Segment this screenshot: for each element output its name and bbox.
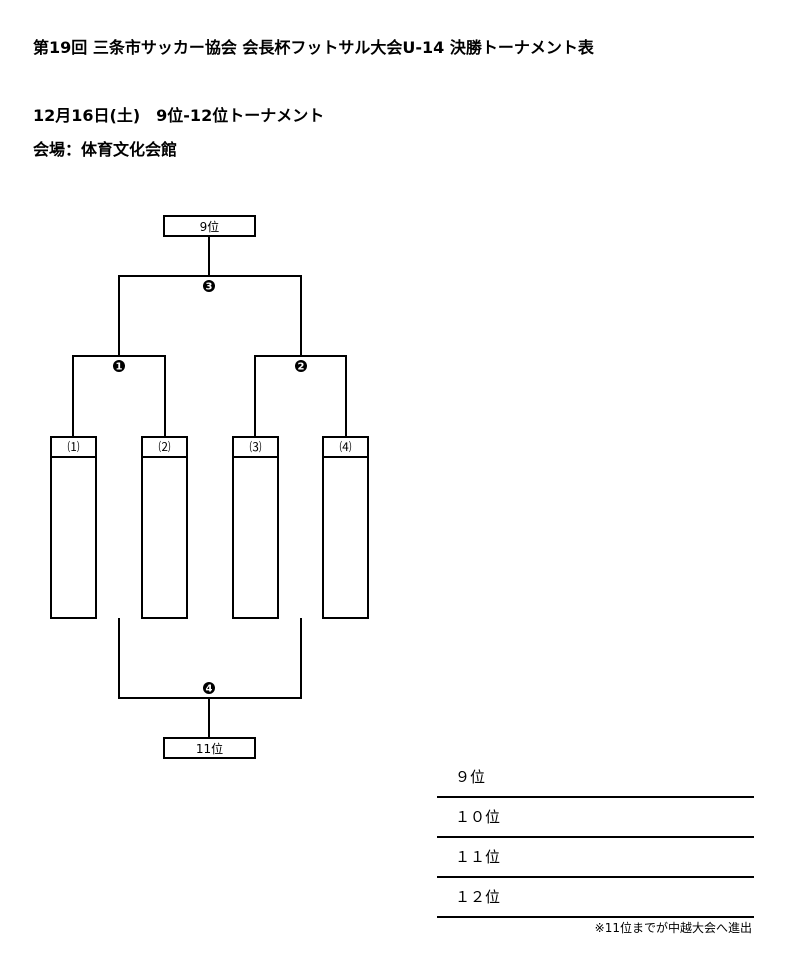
bottom-place-box <box>163 737 256 759</box>
final-bracket-line <box>118 275 302 356</box>
standing-label: １０位 <box>455 808 501 826</box>
team-slot-2: ⑵ <box>141 436 188 619</box>
match-1-marker: 1 <box>113 360 125 373</box>
qualification-note: ※11位までが中越大会へ進出 <box>594 921 752 935</box>
match-3-marker: 3 <box>203 280 215 293</box>
svg-text:2: 2 <box>298 362 305 373</box>
match-2-bracket-line <box>254 355 347 437</box>
match-2-marker: 2 <box>295 360 307 373</box>
team-slot-4: ⑷ <box>322 436 369 619</box>
bottom-place-label: 11位 <box>196 741 223 756</box>
svg-text:1: 1 <box>116 362 123 373</box>
svg-text:4: 4 <box>206 684 213 695</box>
match-1-bracket-line <box>72 355 166 437</box>
team-slot-1-label: ⑴ <box>67 440 79 454</box>
svg-text:3: 3 <box>206 282 213 293</box>
top-place-label: 9位 <box>200 219 220 234</box>
team-slot-1: ⑴ <box>50 436 97 619</box>
team-slot-3-label: ⑶ <box>249 440 261 454</box>
team-slot-3: ⑶ <box>232 436 279 619</box>
team-slot-2-label: ⑵ <box>158 440 170 454</box>
tournament-subtitle: 12月16日(土) 9位-12位トーナメント <box>33 106 325 125</box>
match-4-marker: 4 <box>203 682 215 695</box>
final-standings: ９位 １０位 １１位 １２位 <box>437 760 754 918</box>
standing-row: １２位 <box>437 880 754 918</box>
standing-label: １１位 <box>455 848 501 866</box>
standing-label: ９位 <box>455 768 486 786</box>
page-title: 第19回 三条市サッカー協会 会長杯フットサル大会U-14 決勝トーナメント表 <box>33 38 594 57</box>
standing-row: ９位 <box>437 760 754 798</box>
team-slot-4-label: ⑷ <box>339 440 351 454</box>
venue-label: 会場：体育文化会館 <box>33 140 178 159</box>
standing-row: １０位 <box>437 800 754 838</box>
standing-label: １２位 <box>455 888 501 906</box>
standing-row: １１位 <box>437 840 754 878</box>
